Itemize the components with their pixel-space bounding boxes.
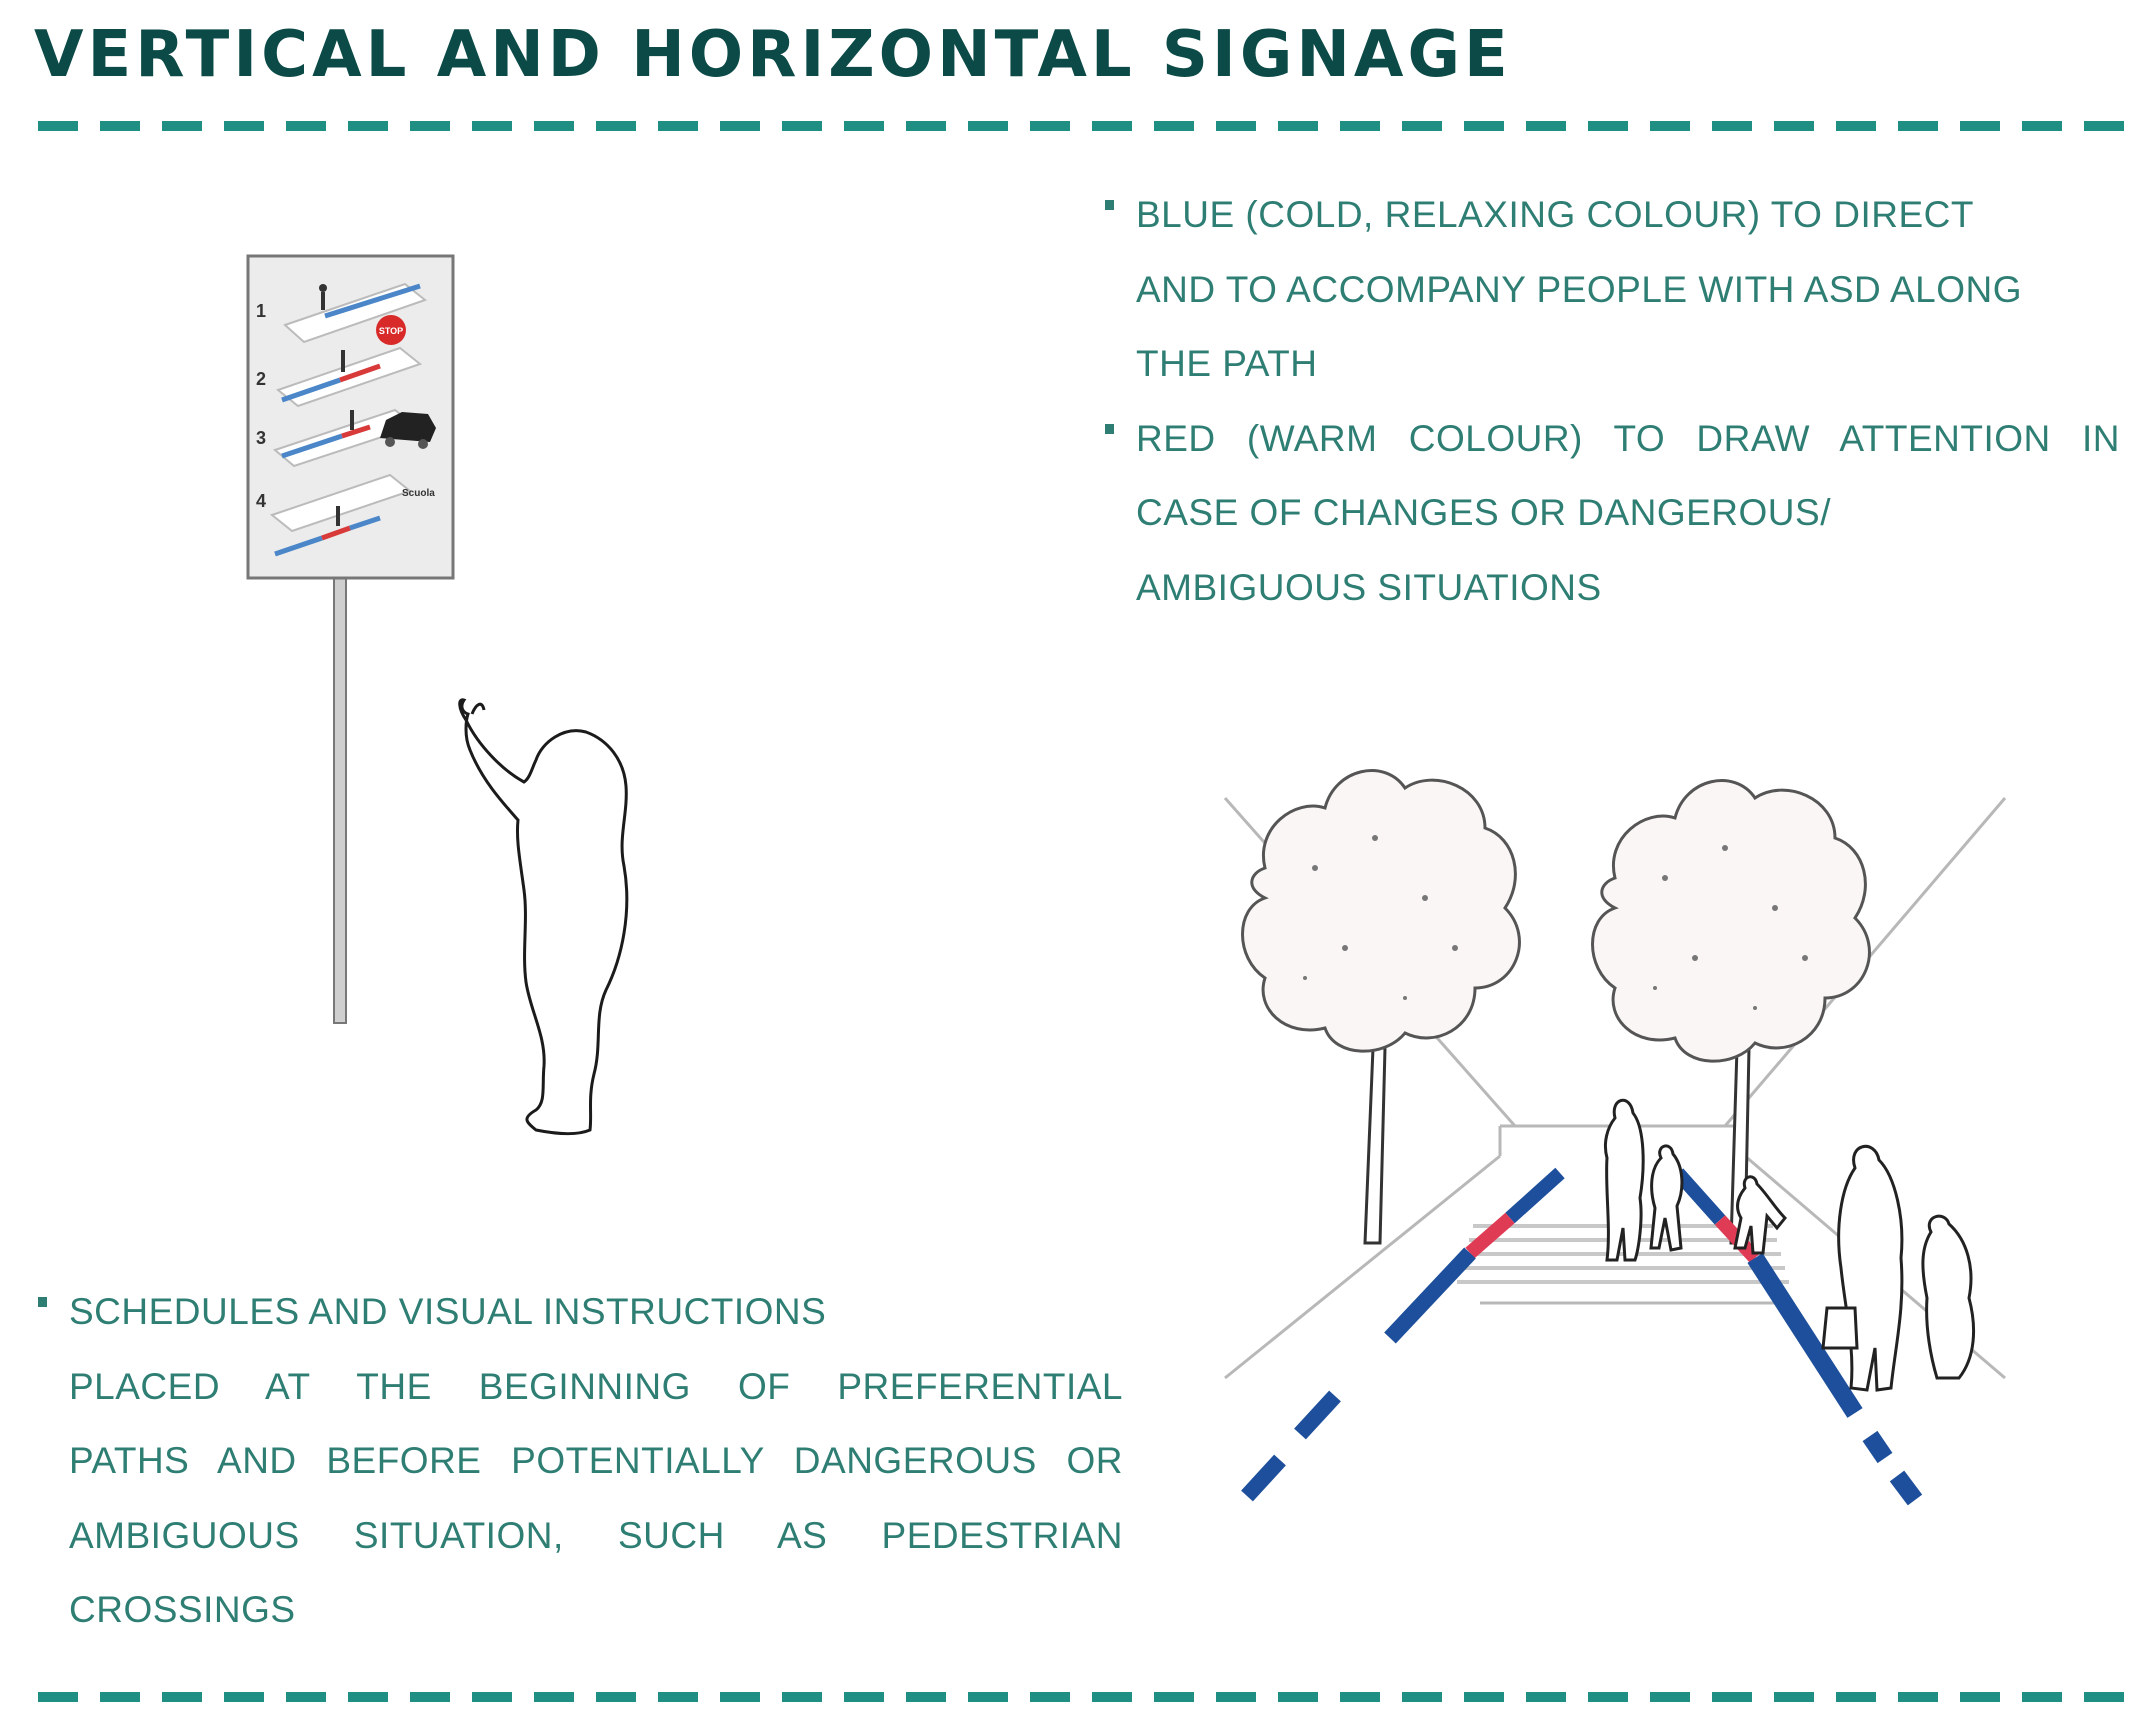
text-line: AMBIGUOUS SITUATION, SUCH AS PEDESTRIAN [69, 1514, 1123, 1556]
bullet-schedules: SCHEDULES AND VISUAL INSTRUCTIONS PLACED… [38, 1275, 1123, 1648]
text-line: CROSSINGS [69, 1589, 296, 1630]
bullet-marker [38, 1297, 47, 1307]
text-line: AND TO ACCOMPANY PEOPLE WITH ASD ALONG [1136, 268, 2022, 310]
bottom-dashed-divider [38, 1691, 2128, 1703]
text-line: AMBIGUOUS SITUATIONS [1136, 566, 1602, 608]
right-text-block: BLUE (COLD, RELAXING COLOUR) TO DIRECT A… [1105, 178, 2120, 625]
parent-pedestrian [1837, 1144, 1904, 1392]
bullet-marker [1105, 200, 1114, 210]
bullet-marker [1105, 423, 1114, 434]
signpost-illustration: 1 2 3 4 STOP Scuola [230, 250, 470, 1035]
sign-step-4 [269, 473, 413, 557]
child-pedestrian [1649, 1144, 1684, 1252]
text-line: PATHS AND BEFORE POTENTIALLY DANGEROUS O… [69, 1440, 1123, 1481]
bullet-blue-colour: BLUE (COLD, RELAXING COLOUR) TO DIRECT A… [1105, 178, 2120, 402]
child-holding-hand [1921, 1214, 1976, 1380]
sign-step-number: 4 [256, 491, 266, 511]
text-line: BLUE (COLD, RELAXING COLOUR) TO DIRECT [1136, 194, 1974, 235]
text-line: CASE OF CHANGES OR DANGEROUS/ [1136, 492, 1831, 533]
sign-step-2 [275, 315, 423, 408]
text-line: PLACED AT THE BEGINNING OF PREFERENTIAL [69, 1365, 1123, 1407]
school-label: Scuola [402, 488, 435, 499]
sign-step-number: 3 [256, 428, 266, 448]
text-line: SCHEDULES AND VISUAL INSTRUCTIONS [69, 1291, 827, 1332]
adult-pedestrian [1603, 1099, 1645, 1262]
tree-left [1241, 769, 1521, 1245]
shopping-bag [1821, 1306, 1859, 1350]
bullet-red-colour: RED (WARM COLOUR) TO DRAW ATTENTION IN C… [1105, 402, 2120, 626]
text-line: THE PATH [1136, 343, 1318, 384]
sign-step-3 [272, 408, 436, 468]
guide-path-right [1672, 1168, 1923, 1506]
person-pointing-illustration [452, 690, 652, 1145]
sign-step-number: 1 [256, 301, 266, 321]
left-text-block: SCHEDULES AND VISUAL INSTRUCTIONS PLACED… [38, 1275, 1123, 1648]
sign-step-number: 2 [256, 369, 266, 389]
sign-step-1 [283, 282, 428, 344]
stop-sign-label: STOP [379, 326, 403, 336]
page-title: VERTICAL AND HORIZONTAL SIGNAGE [34, 18, 1512, 92]
street-scene-illustration [1215, 748, 2015, 1523]
pedestrians [1603, 1099, 1976, 1392]
text-line: RED (WARM COLOUR) TO DRAW ATTENTION IN [1136, 417, 2120, 459]
tree-right [1591, 779, 1871, 1245]
top-dashed-divider [38, 120, 2128, 132]
running-child [1733, 1175, 1788, 1255]
guide-path-left [1241, 1167, 1565, 1502]
